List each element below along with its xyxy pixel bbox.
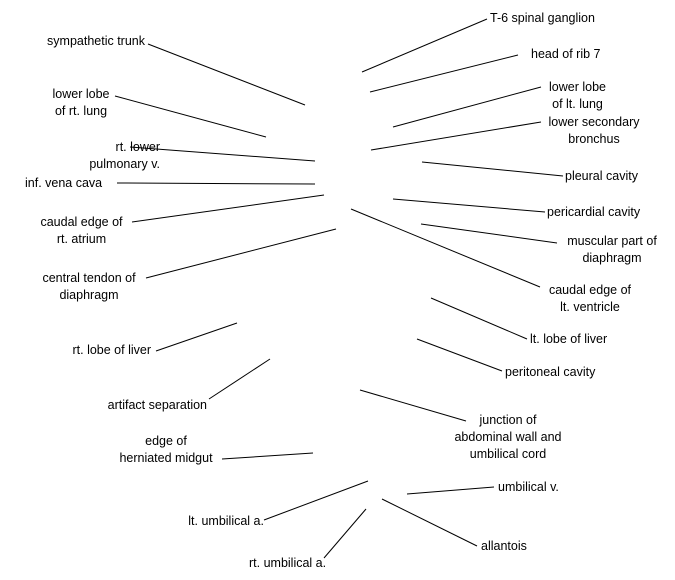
label-t6-spinal-ganglion: T-6 spinal ganglion <box>490 11 595 25</box>
label-central-tendon-diaphragm: central tendon of diaphragm <box>42 271 136 302</box>
label-edge-herniated-midgut: edge of herniated midgut <box>119 434 213 465</box>
leader-rt-umbilical-a <box>323 508 367 559</box>
leader-umbilical-v <box>406 486 495 495</box>
label-muscular-part-diaphragm: muscular part of diaphragm <box>567 234 657 265</box>
leader-caudal-edge-rt-atrium <box>131 194 325 223</box>
label-lt-umbilical-a: lt. umbilical a. <box>188 514 264 528</box>
leader-lt-umbilical-a <box>263 480 369 521</box>
leader-pleural-cavity <box>421 161 564 177</box>
label-pleural-cavity: pleural cavity <box>565 169 638 183</box>
leader-lower-secondary-bronchus <box>370 121 542 151</box>
leader-pericardial-cavity <box>392 198 546 213</box>
leader-inf-vena-cava <box>116 182 316 185</box>
label-sympathetic-trunk: sympathetic trunk <box>47 34 145 48</box>
leader-sympathetic-trunk <box>147 43 306 106</box>
leader-edge-herniated-midgut <box>221 452 314 460</box>
leader-rt-lobe-liver <box>155 322 238 352</box>
label-rt-umbilical-a: rt. umbilical a. <box>249 556 327 570</box>
leader-caudal-edge-lt-ventricle <box>350 208 541 288</box>
label-junction-abdominal-wall: junction of abdominal wall and umbilical… <box>454 413 562 461</box>
leader-head-rib-7 <box>369 54 519 93</box>
label-lt-lobe-liver: lt. lobe of liver <box>530 332 608 346</box>
label-artifact-separation: artifact separation <box>107 398 207 412</box>
leader-artifact-separation <box>208 358 271 400</box>
leader-lower-lobe-rt-lung <box>114 95 267 138</box>
label-inf-vena-cava: inf. vena cava <box>25 176 103 190</box>
label-caudal-edge-rt-atrium: caudal edge of rt. atrium <box>40 215 123 246</box>
label-rt-lower-pulmonary-v: rt. lower pulmonary v. <box>89 140 160 171</box>
leader-junction-abdominal-wall <box>359 389 467 422</box>
label-lower-secondary-bronchus: lower secondary bronchus <box>548 115 640 146</box>
label-lower-lobe-lt-lung: lower lobe of lt. lung <box>549 80 606 111</box>
label-lower-lobe-rt-lung: lower lobe of rt. lung <box>52 87 110 118</box>
leader-allantois <box>381 498 478 547</box>
leader-muscular-part-diaphragm <box>420 223 558 244</box>
label-pericardial-cavity: pericardial cavity <box>547 205 641 219</box>
label-rt-lobe-liver: rt. lobe of liver <box>72 343 151 357</box>
label-head-rib-7: head of rib 7 <box>531 47 601 61</box>
leader-lower-lobe-lt-lung <box>392 86 542 128</box>
label-caudal-edge-lt-ventricle: caudal edge of lt. ventricle <box>548 283 631 314</box>
leader-t6-spinal-ganglion <box>361 18 488 73</box>
label-umbilical-v: umbilical v. <box>498 480 559 494</box>
label-peritoneal-cavity: peritoneal cavity <box>505 365 596 379</box>
leader-rt-lower-pulmonary-v <box>129 146 316 162</box>
leader-peritoneal-cavity <box>416 338 503 372</box>
label-allantois: allantois <box>481 539 527 553</box>
leader-lt-lobe-liver <box>430 297 528 340</box>
leader-central-tendon-diaphragm <box>145 228 337 279</box>
